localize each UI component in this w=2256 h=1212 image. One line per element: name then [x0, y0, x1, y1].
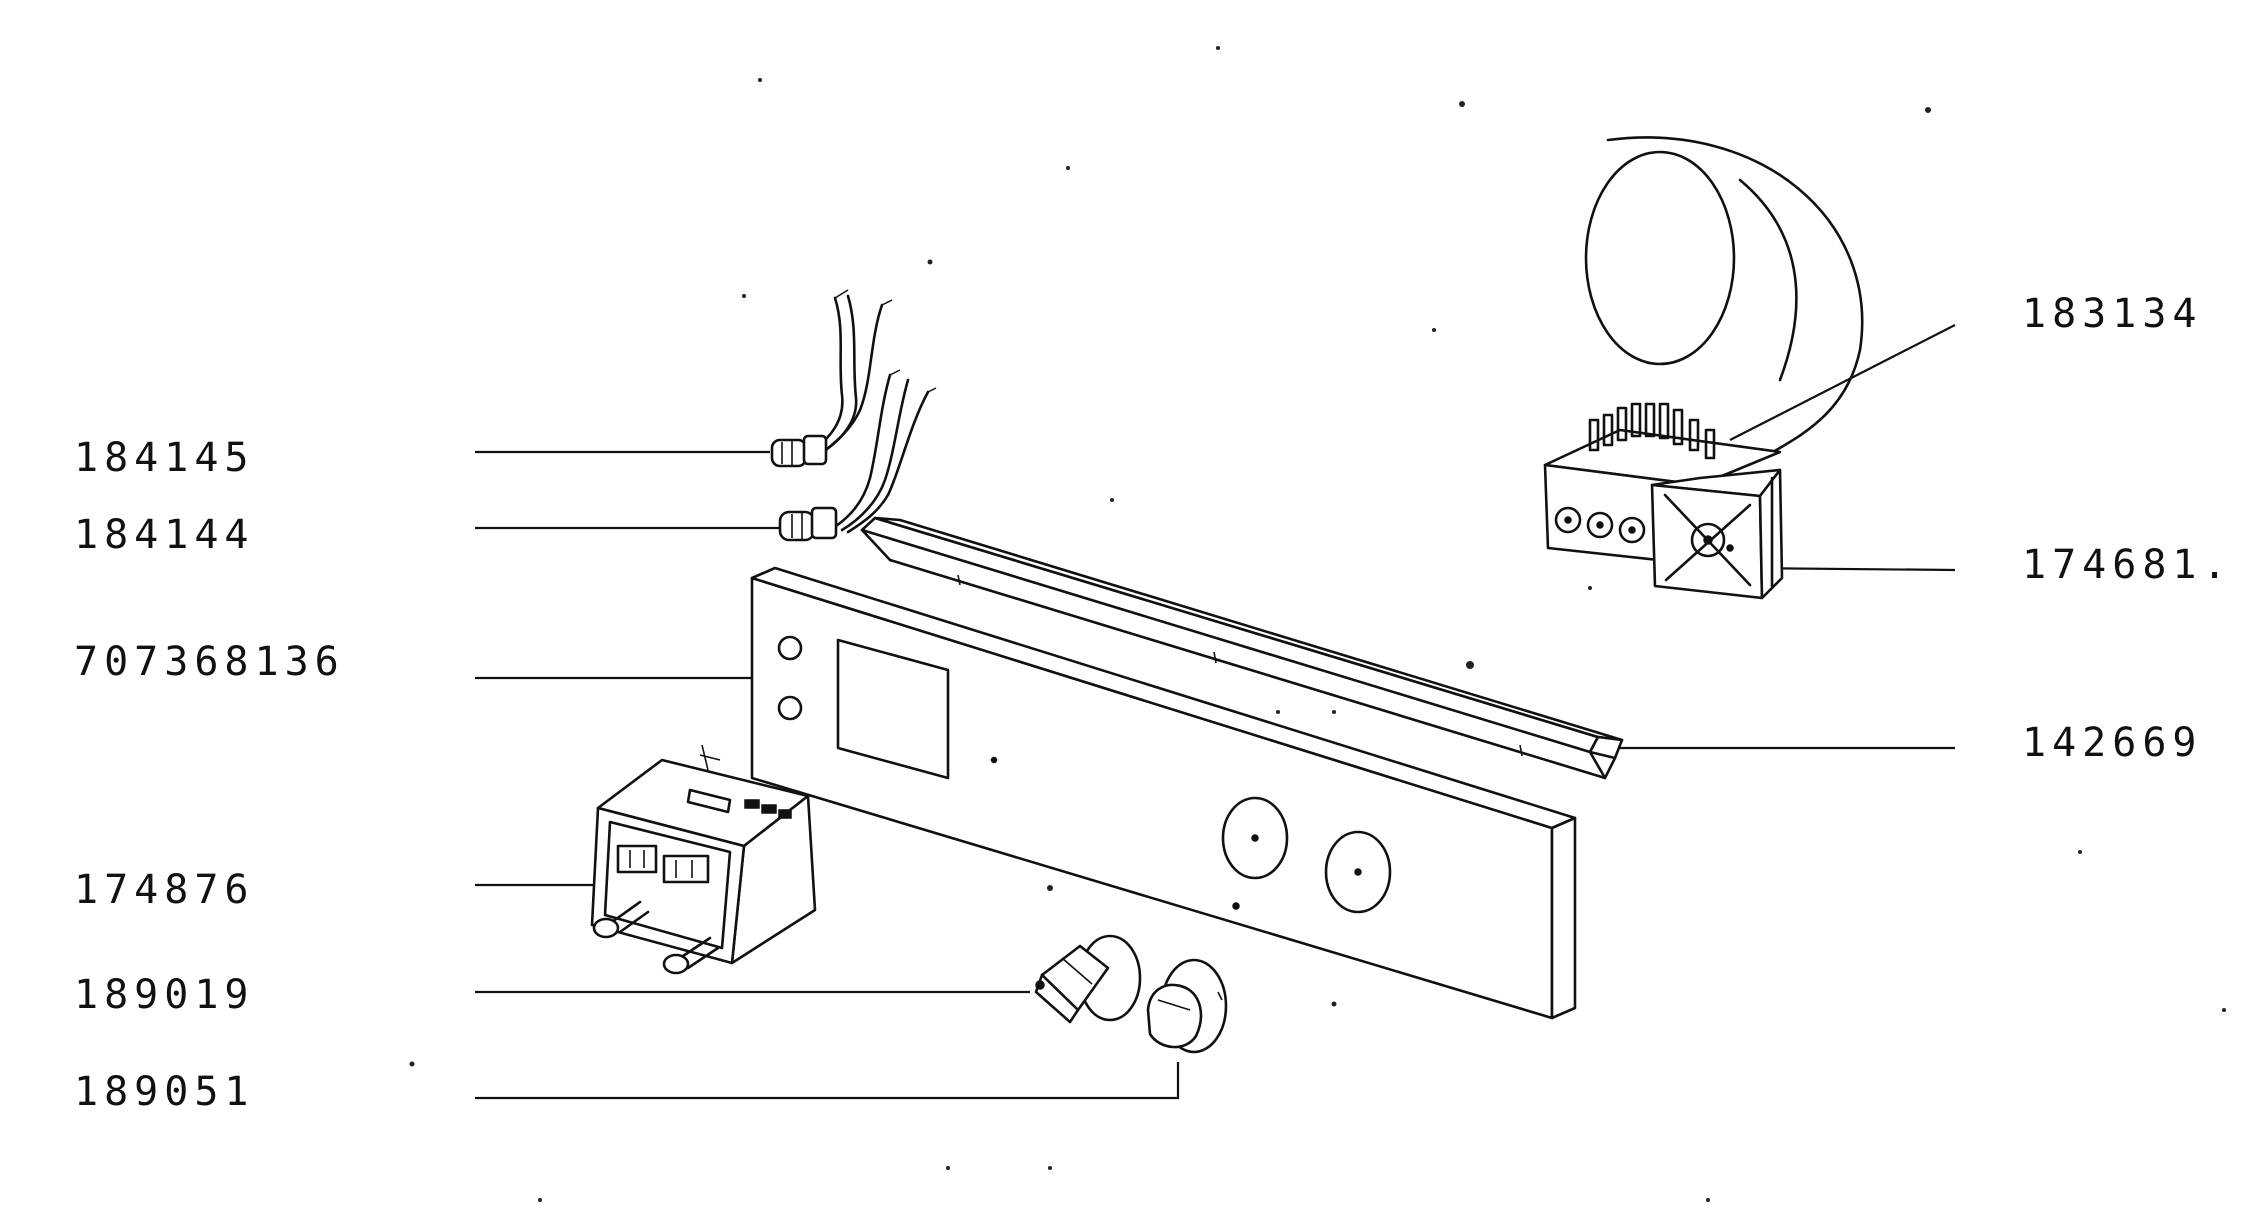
leader-thermostat: [1729, 324, 1956, 441]
control-knob-2: [1146, 958, 1228, 1054]
timer-module: [590, 744, 817, 975]
part-label-trim-strip: 142669: [2022, 720, 2203, 766]
part-label-switch: 174681.: [2022, 542, 2233, 588]
selector-switch: [1650, 468, 1784, 600]
indicator-lamp-lower: [778, 369, 937, 542]
leader-knob-2: [475, 1062, 1180, 1100]
part-label-lamp-upper: 184145: [74, 435, 255, 481]
leader-lines: [475, 324, 1956, 1100]
scan-speckles: [409, 46, 2226, 1202]
indicator-lamp-upper: [770, 289, 893, 468]
control-knob-1: [1034, 934, 1142, 1024]
part-label-lamp-lower: 184144: [74, 512, 255, 558]
part-label-knob-1: 189019: [74, 972, 255, 1018]
control-panel: [750, 566, 1577, 1020]
part-label-knob-2: 189051: [74, 1069, 255, 1115]
part-label-timer: 174876: [74, 867, 255, 913]
part-label-control-panel: 707368136: [74, 639, 345, 685]
part-label-thermostat: 183134: [2022, 291, 2203, 337]
trim-strip: [860, 516, 1624, 780]
